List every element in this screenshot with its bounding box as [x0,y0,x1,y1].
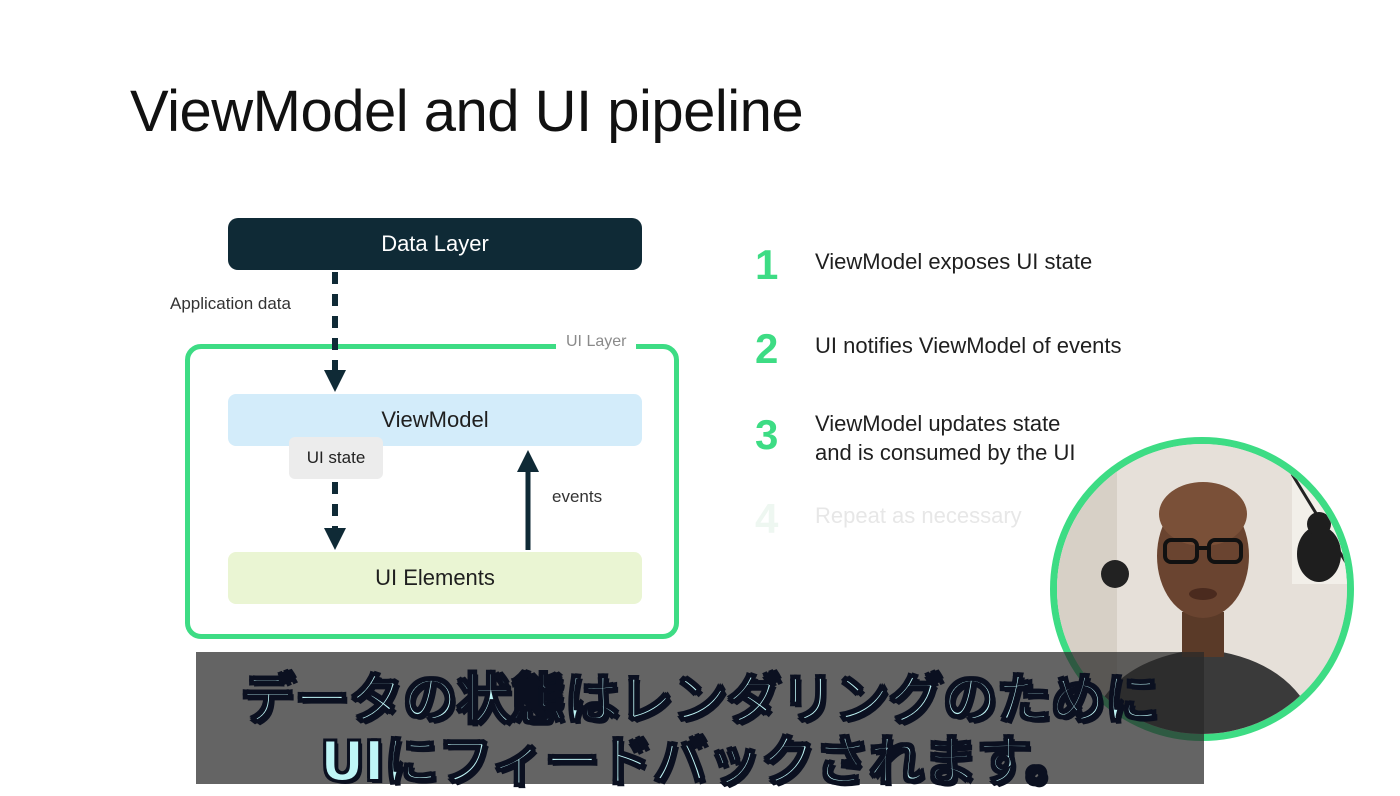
step-4-text: Repeat as necessary [815,503,1022,528]
events-label: events [552,487,603,506]
step-2-number: 2 [755,325,779,372]
events-arrow-head [517,450,539,472]
subtitle-line-1: データの状態はレンダリングのために [240,667,1160,732]
step-4: 4 Repeat as necessary [755,498,1315,540]
ui-state-arrow-head [324,528,346,550]
application-data-label: Application data [170,294,291,313]
step-3: 3 ViewModel updates state and is consume… [755,410,1315,467]
step-2-text: UI notifies ViewModel of events [815,333,1122,358]
step-3-text: ViewModel updates state and is consumed … [815,411,1076,465]
step-4-number: 4 [755,495,779,542]
step-1: 1 ViewModel exposes UI state [755,244,1315,286]
subtitle-background [196,652,1204,784]
step-1-text: ViewModel exposes UI state [815,249,1093,274]
step-3-number: 3 [755,411,779,458]
ui-state-chip: UI state [289,437,383,479]
ui-elements-box: UI Elements [228,552,642,604]
step-1-number: 1 [755,241,779,288]
slide-title: ViewModel and UI pipeline [130,79,804,144]
ui-layer-container [185,344,679,639]
application-data-arrow-head [324,370,346,392]
subtitle-line-2: UIにフィードバックされます。 [319,729,1080,794]
ui-layer-label: UI Layer [556,333,637,351]
step-2: 2 UI notifies ViewModel of events [755,328,1315,370]
data-layer-box: Data Layer [228,218,642,270]
